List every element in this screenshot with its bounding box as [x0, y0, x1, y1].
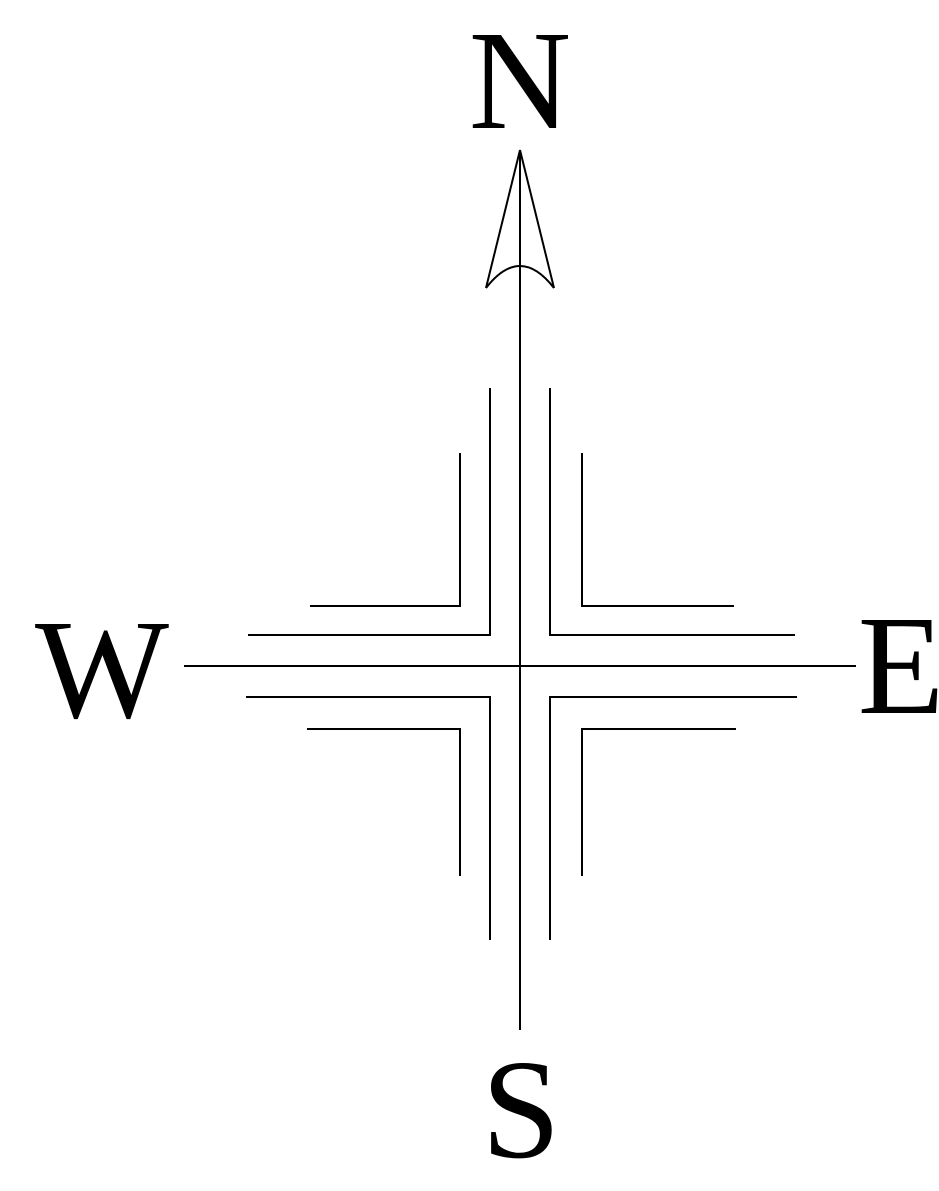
bracket-inner-sw [246, 696, 491, 940]
south-label: S [482, 1030, 561, 1188]
west-label: W [35, 590, 169, 748]
bracket-inner-se [549, 696, 797, 940]
east-label: E [858, 586, 939, 744]
north-arrow-icon [485, 149, 555, 289]
bracket-outer-nw [310, 453, 461, 607]
bracket-inner-nw [248, 388, 491, 636]
bracket-outer-se [581, 728, 736, 876]
outer-corner-brackets [307, 453, 736, 876]
bracket-inner-ne [549, 388, 795, 636]
north-label: N [469, 1, 572, 159]
inner-corner-brackets [246, 388, 797, 940]
bracket-outer-sw [307, 728, 461, 876]
bracket-outer-ne [581, 453, 734, 607]
